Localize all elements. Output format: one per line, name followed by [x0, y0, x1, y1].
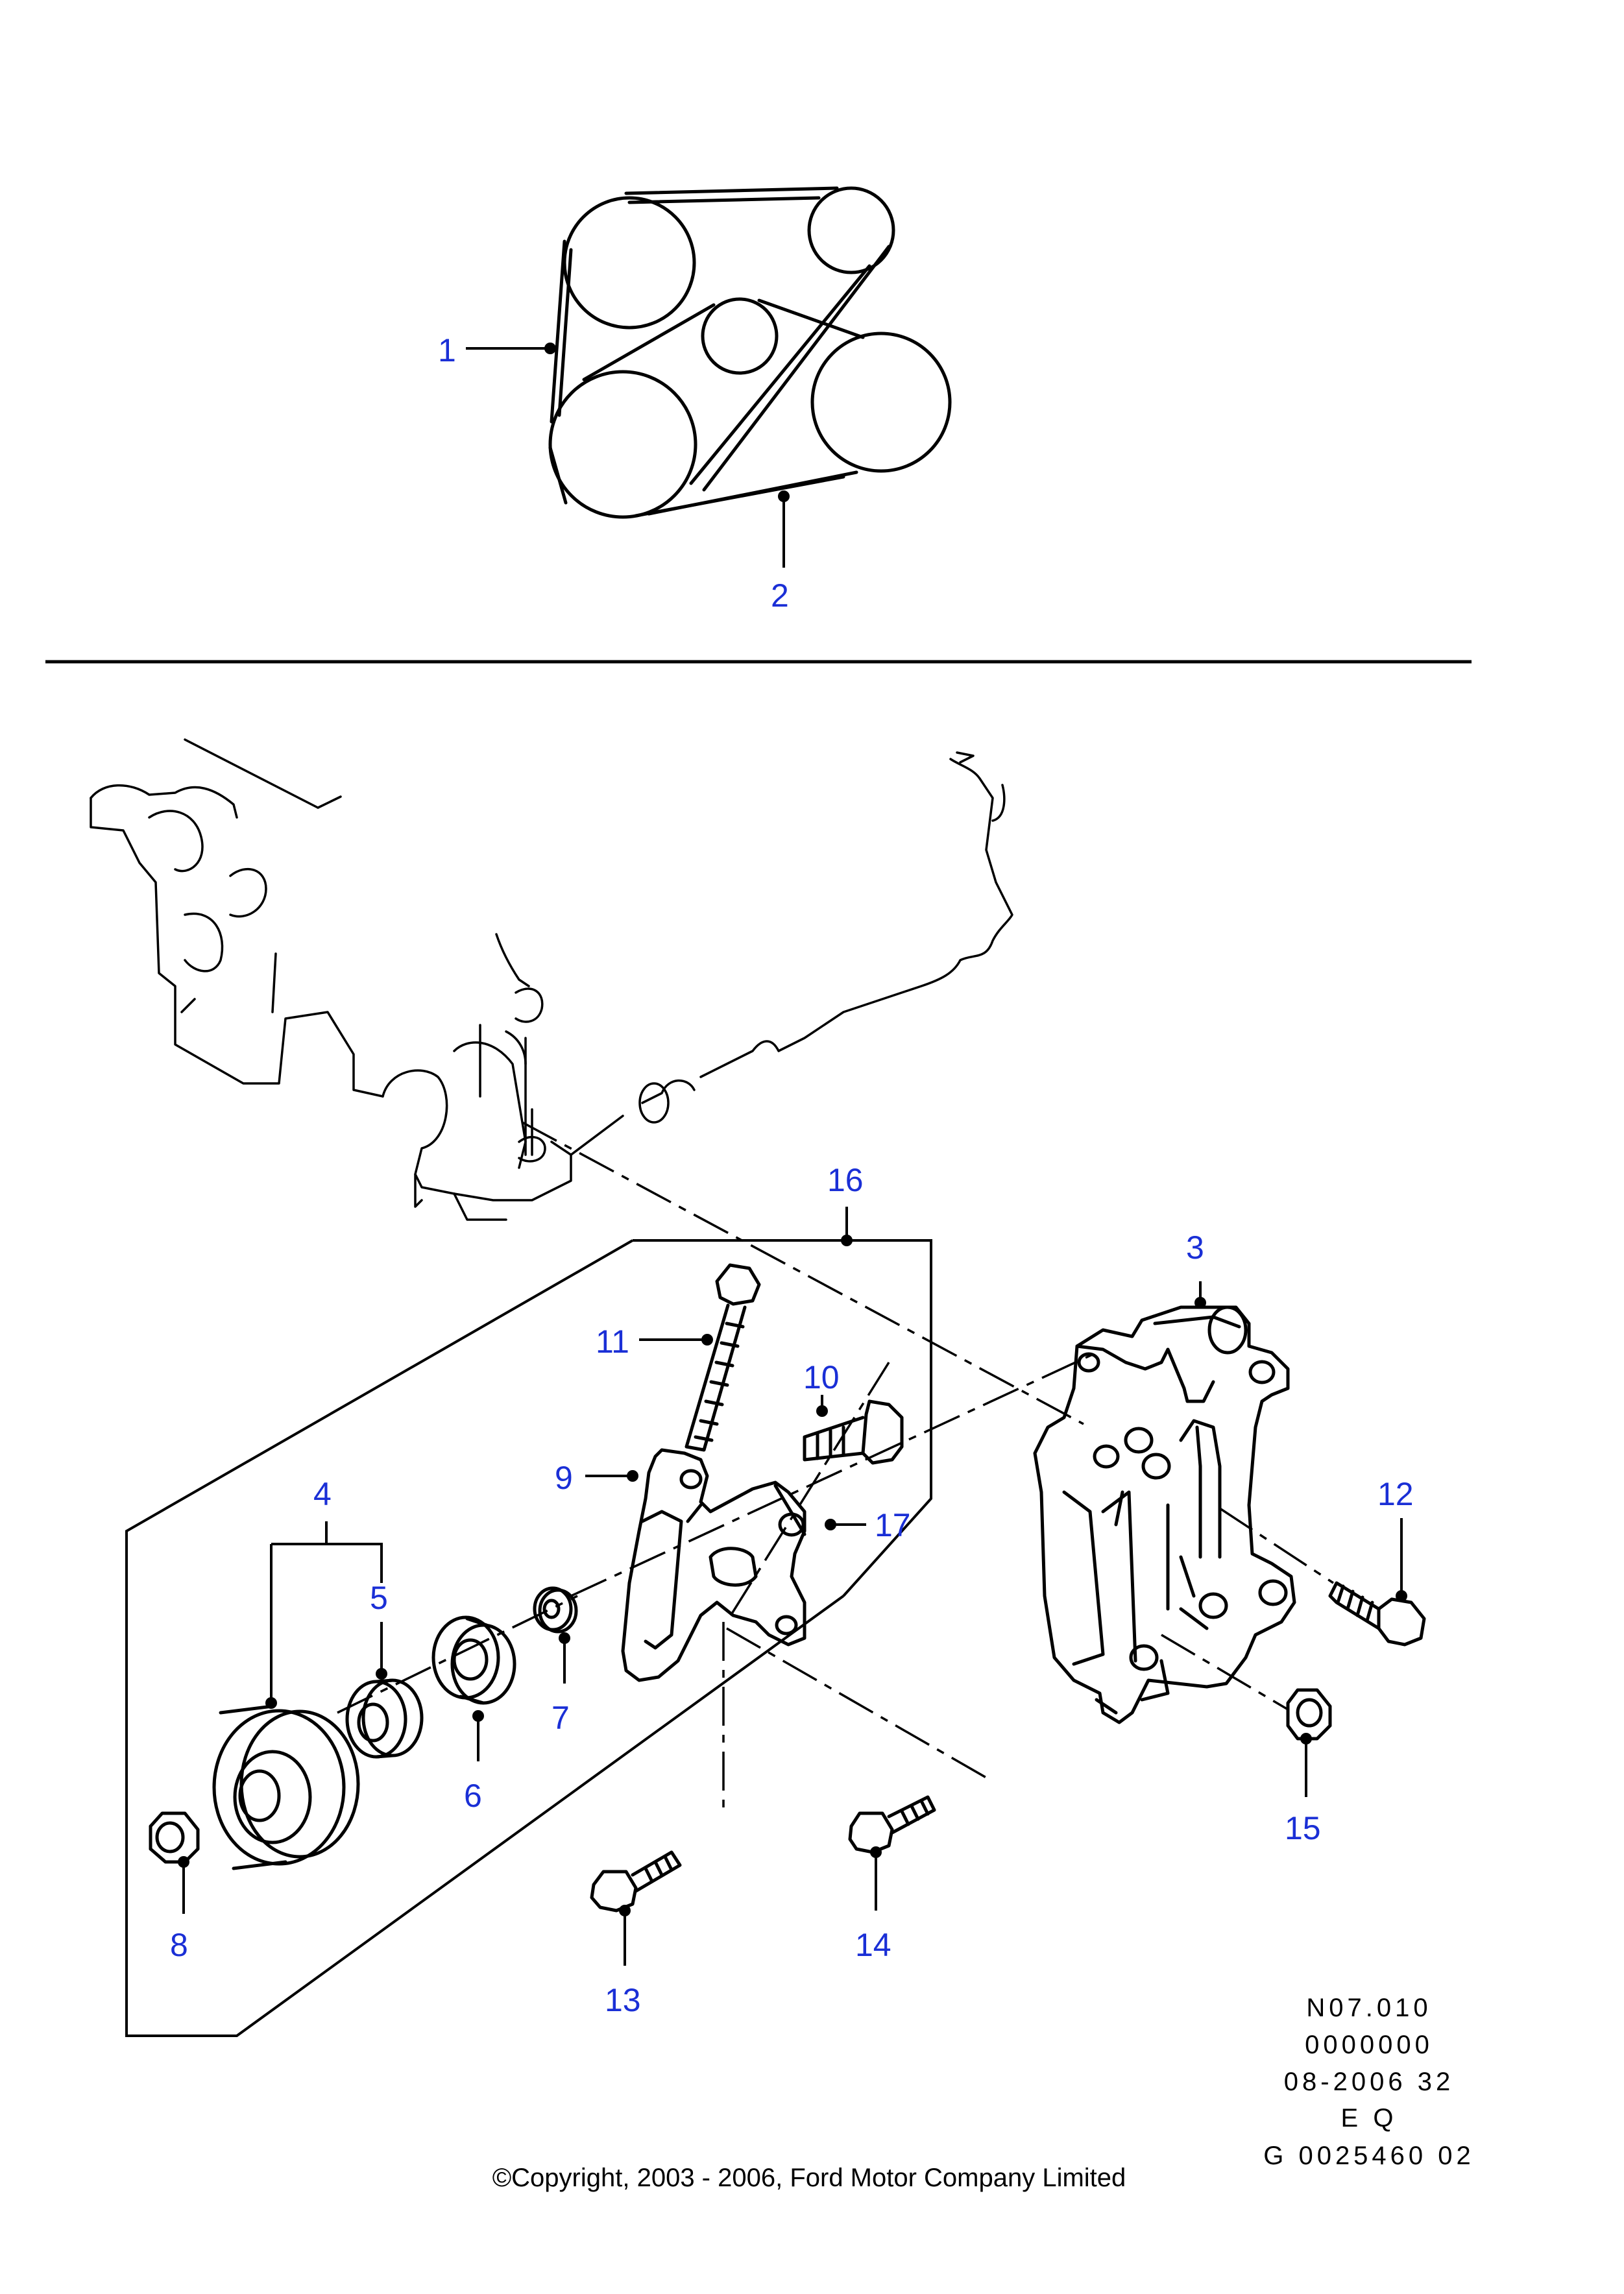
code-line-4: E Q — [1341, 2104, 1398, 2132]
callout-6: 6 — [464, 1778, 482, 1814]
callout-8: 8 — [170, 1927, 188, 1963]
callout-5: 5 — [370, 1580, 388, 1616]
callout-11: 11 — [596, 1323, 629, 1360]
code-line-3: 08-2006 32 — [1284, 2068, 1454, 2096]
callout-7: 7 — [551, 1700, 570, 1736]
callout-12: 12 — [1377, 1476, 1414, 1512]
bolt-11 — [685, 1263, 761, 1452]
callout-16: 16 — [827, 1162, 864, 1198]
kit-bracket-16: 16 — [125, 1162, 932, 2037]
bolt-14 — [848, 1795, 936, 1854]
callout-14: 14 — [855, 1927, 891, 1963]
pulley-right — [810, 332, 952, 473]
nut-15 — [1286, 1688, 1332, 1741]
callout-10: 10 — [803, 1359, 840, 1395]
callout-1: 1 — [438, 332, 456, 368]
callout-4: 4 — [313, 1476, 332, 1512]
drive-belt-outer — [548, 186, 891, 518]
idler-pulley-4 — [212, 1704, 360, 1870]
washer-7 — [533, 1586, 578, 1634]
pulley-top-left — [563, 196, 696, 330]
pulley-idler — [701, 297, 779, 375]
code-line-5: G 0025460 02 — [1263, 2142, 1475, 2170]
callout-3: 3 — [1186, 1229, 1204, 1266]
tensioner-arm — [621, 1448, 806, 1682]
pulley-crankshaft — [548, 370, 697, 519]
copyright-notice: ©Copyright, 2003 - 2006, Ford Motor Comp… — [492, 2164, 1126, 2192]
bearing-5 — [345, 1678, 424, 1759]
callout-9: 9 — [555, 1460, 573, 1496]
mounting-bracket — [1033, 1305, 1296, 1724]
callout-17: 17 — [875, 1507, 911, 1543]
nut-8 — [149, 1811, 200, 1864]
belt-routing-diagram: 1 2 — [438, 186, 952, 614]
callout-13: 13 — [605, 1982, 641, 2018]
callout-15: 15 — [1285, 1810, 1321, 1846]
engine-block-outline — [90, 738, 1013, 1221]
shoulder-bolt-10 — [803, 1399, 904, 1465]
bolt-12 — [1328, 1581, 1426, 1647]
drawing-code-block: N07.010 0000000 08-2006 32 E Q G 0025460… — [1263, 1994, 1475, 2170]
centerlines — [337, 1121, 1334, 1817]
code-line-2: 0000000 — [1305, 2031, 1433, 2059]
spacer-6 — [431, 1615, 516, 1705]
drive-belt-inner — [557, 196, 871, 516]
bolt-13 — [590, 1850, 682, 1913]
code-line-1: N07.010 — [1306, 1994, 1431, 2022]
callout-2: 2 — [771, 577, 789, 614]
pulley-top-right — [807, 186, 895, 274]
